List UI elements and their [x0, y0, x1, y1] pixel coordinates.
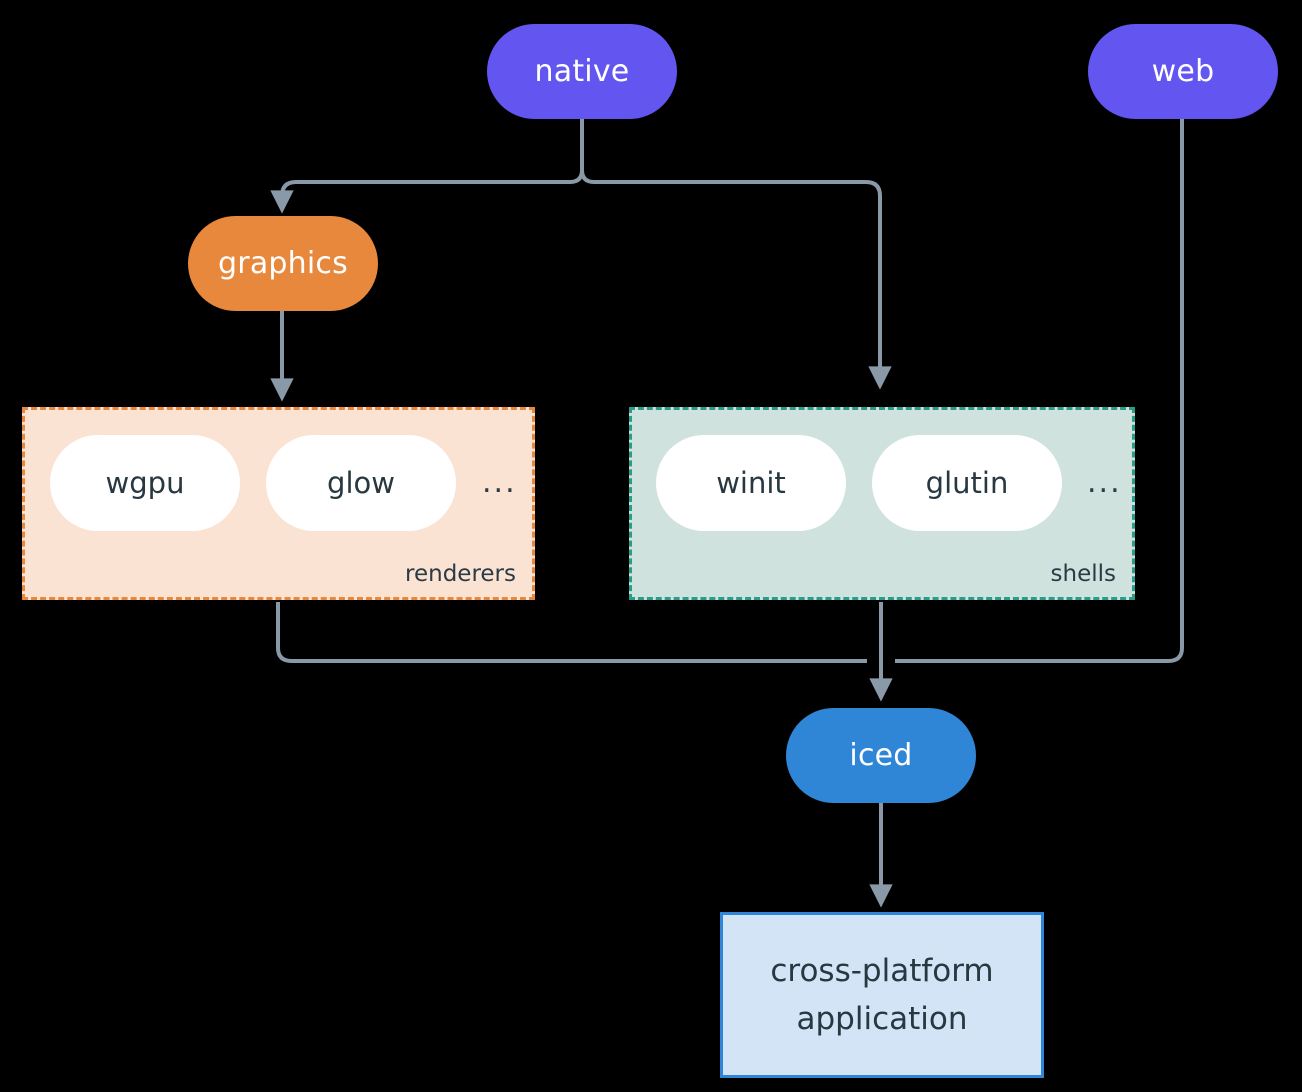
group-item-winit-label: winit	[716, 466, 786, 500]
group-renderers-label: renderers	[405, 561, 516, 587]
edge-renderers-iced	[276, 602, 867, 663]
group-item-glutin[interactable]: glutin	[872, 435, 1062, 531]
node-iced-label: iced	[849, 738, 913, 773]
group-item-glutin-label: glutin	[925, 466, 1009, 500]
group-item-wgpu-label: wgpu	[105, 466, 185, 500]
node-iced[interactable]: iced	[786, 708, 976, 803]
group-shells-label: shells	[1050, 561, 1116, 587]
application-label-line1: cross-platform	[770, 952, 994, 989]
node-graphics[interactable]: graphics	[188, 216, 378, 311]
group-renderers: wgpu glow ... renderers	[22, 407, 535, 600]
edge-web-iced	[895, 119, 1184, 663]
group-item-glow-label: glow	[327, 466, 395, 500]
node-native[interactable]: native	[487, 24, 677, 119]
node-cross-platform-application[interactable]: cross-platform application	[720, 912, 1044, 1078]
group-renderers-ellipsis: ...	[482, 465, 517, 500]
node-web[interactable]: web	[1088, 24, 1278, 119]
edge-native-graphics	[270, 119, 584, 214]
group-item-wgpu[interactable]: wgpu	[50, 435, 240, 531]
group-shells-ellipsis: ...	[1087, 465, 1122, 500]
application-label-line2: application	[796, 1001, 968, 1037]
group-item-winit[interactable]: winit	[656, 435, 846, 531]
group-item-glow[interactable]: glow	[266, 435, 456, 531]
node-graphics-label: graphics	[218, 246, 348, 281]
edge-native-bus	[580, 119, 892, 390]
node-web-label: web	[1151, 54, 1215, 89]
group-shells: winit glutin ... shells	[629, 407, 1135, 600]
node-native-label: native	[534, 54, 630, 89]
